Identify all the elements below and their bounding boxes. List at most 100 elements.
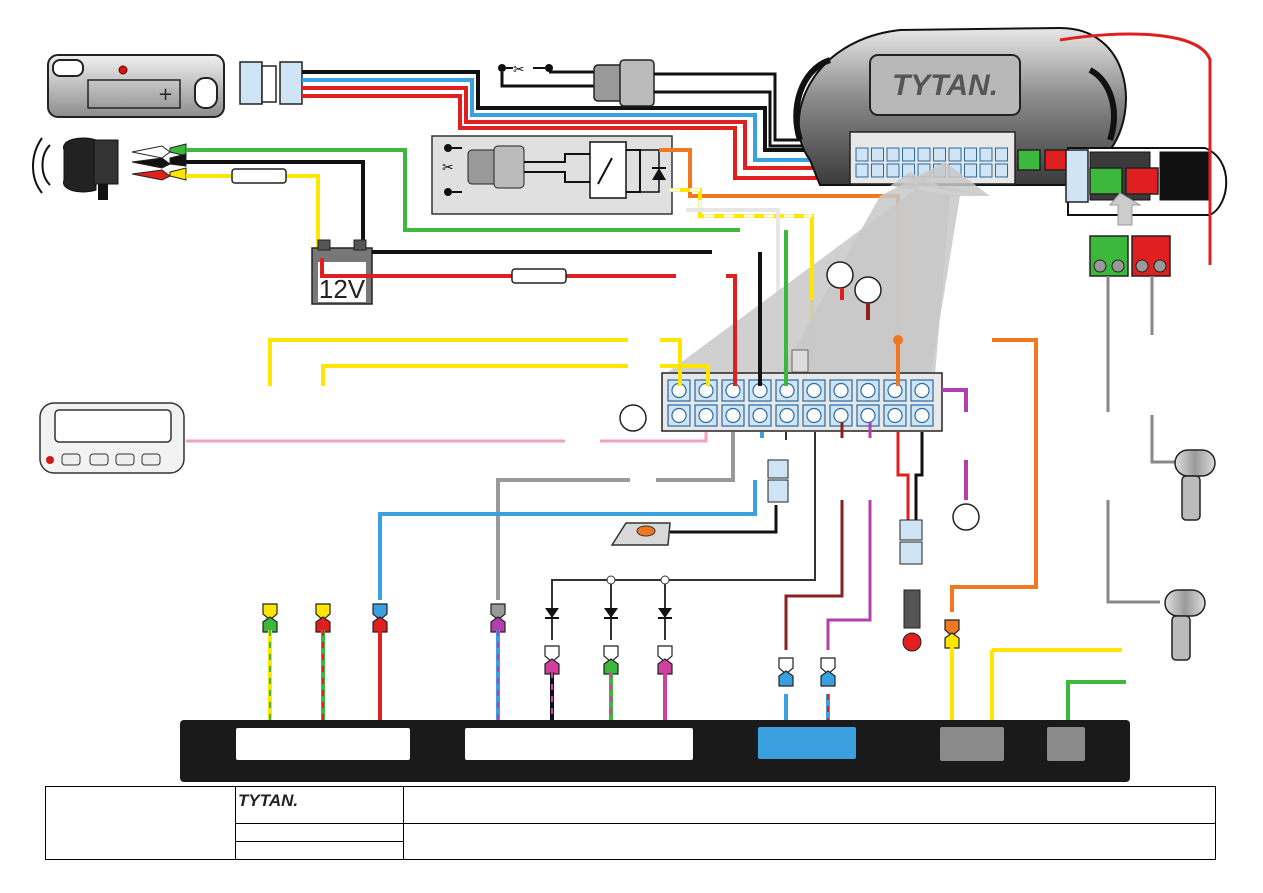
vehicle-harness-bar xyxy=(180,720,1130,782)
top-connector xyxy=(500,70,595,88)
main-pin xyxy=(725,407,741,424)
power-connector-zoom xyxy=(1065,147,1228,216)
unit-pin xyxy=(917,147,931,162)
relay-icon: ✂ xyxy=(431,135,673,215)
unit-pin xyxy=(964,147,977,162)
bar-wires xyxy=(268,630,1126,722)
wire-markers xyxy=(619,261,980,531)
terminal-connector xyxy=(490,603,506,621)
terminal-connector xyxy=(262,603,278,621)
unit-pin xyxy=(979,163,993,178)
harness-label-left xyxy=(236,728,410,760)
terminal-connector xyxy=(372,616,388,633)
terminal-connector xyxy=(315,616,331,633)
main-pin xyxy=(752,407,768,424)
terminal-connector xyxy=(820,670,836,687)
title-block-desc-cell xyxy=(404,824,1215,859)
diode-icon xyxy=(545,575,672,619)
terminal-wires xyxy=(1106,276,1180,604)
fuse-icon xyxy=(511,268,567,284)
main-pin xyxy=(914,407,930,424)
inline-connector xyxy=(767,459,923,565)
unit-pin xyxy=(902,147,915,162)
terminal-connector xyxy=(657,658,673,675)
main-pin xyxy=(806,407,822,424)
terminal-connector xyxy=(778,657,794,675)
terminal-connector xyxy=(544,658,560,675)
battery-label: 12V xyxy=(319,274,366,304)
scissors-icon: ✂ xyxy=(498,62,553,78)
terminal-connector xyxy=(544,645,560,663)
red-loop-wire xyxy=(1059,32,1212,265)
lcd-pager-icon xyxy=(39,402,185,474)
harness-label-middle xyxy=(465,728,693,760)
zoom-arrow xyxy=(1108,192,1142,226)
unit-pin xyxy=(964,163,977,178)
unit-pin xyxy=(871,163,884,178)
unit-pin xyxy=(886,147,900,162)
main-pin xyxy=(887,407,903,424)
title-block-sub-cell-2 xyxy=(236,842,404,859)
title-block-left-cell xyxy=(46,787,236,859)
remote-key-fob-icon: + xyxy=(47,54,225,118)
unit-pin xyxy=(855,147,869,162)
harness-label-blue xyxy=(758,727,856,759)
unit-pin xyxy=(979,147,993,162)
main-pin xyxy=(914,382,930,399)
fob-to-unit-wires xyxy=(302,70,855,180)
title-block-logo-cell: TYTAN. xyxy=(236,787,404,824)
battery-wires xyxy=(320,250,712,278)
terminal-connector xyxy=(603,645,619,663)
unit-pin xyxy=(871,147,884,162)
terminal-connector xyxy=(820,657,836,675)
svg-text:✂: ✂ xyxy=(442,160,454,176)
push-button-icon xyxy=(610,522,671,546)
title-block: TYTAN. xyxy=(45,786,1216,860)
main-pin xyxy=(833,407,849,424)
harness-label-gray xyxy=(940,727,1004,761)
unit-pin xyxy=(886,163,900,178)
terminal-connector xyxy=(372,603,388,621)
terminal-connector xyxy=(944,619,960,637)
title-block-sub-cell-1 xyxy=(236,824,404,842)
terminal-connector xyxy=(315,603,331,621)
terminal-connector xyxy=(778,670,794,687)
fob-connector xyxy=(239,61,303,105)
pager-wire-2 xyxy=(600,432,708,443)
unit-pin xyxy=(995,163,1008,178)
title-block-logo: TYTAN. xyxy=(238,791,299,810)
main-pin xyxy=(833,382,849,399)
siren-connectors xyxy=(131,143,187,181)
harness-label-gray-small xyxy=(1047,727,1085,761)
brand-logo: TYTAN. xyxy=(892,69,998,102)
main-pin xyxy=(779,407,795,424)
terminal-blocks xyxy=(1089,235,1171,277)
door-pin-switch-icon xyxy=(1164,449,1216,661)
terminal-connector xyxy=(262,616,278,633)
main-pin xyxy=(887,382,903,399)
terminal-connector xyxy=(603,658,619,675)
orange-wire xyxy=(950,338,1038,612)
led-icon xyxy=(902,589,922,652)
svg-text:✂: ✂ xyxy=(513,62,525,78)
main-connector-pins xyxy=(667,379,934,427)
top-plug xyxy=(593,59,655,107)
terminal-connector xyxy=(657,645,673,663)
siren-icon xyxy=(32,137,119,200)
main-pin xyxy=(698,407,714,424)
terminal-connector xyxy=(490,616,506,633)
connector-top-wires xyxy=(268,230,968,500)
title-block-title-cell xyxy=(404,787,1215,824)
connector-bottom-wires xyxy=(378,422,924,650)
unit-pin xyxy=(995,147,1008,162)
bottom-terminals xyxy=(262,603,960,687)
main-pin xyxy=(806,382,822,399)
unit-pin xyxy=(933,147,946,162)
main-pin xyxy=(860,407,876,424)
unit-small-plugs xyxy=(1017,149,1068,171)
connector-zoom-arrow-head xyxy=(780,162,990,375)
main-pin xyxy=(860,382,876,399)
svg-text:+: + xyxy=(158,84,173,105)
fuse-icon xyxy=(231,168,287,184)
